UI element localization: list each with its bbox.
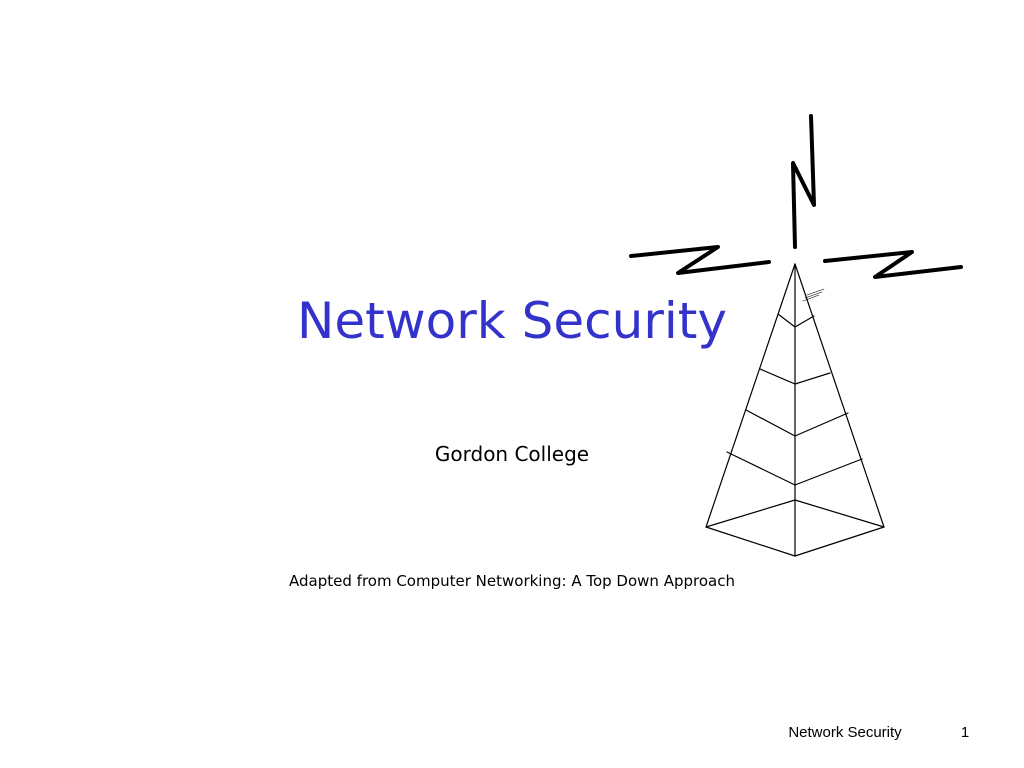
footer-title: Network Security [788,724,902,741]
signal-bolts [629,114,963,279]
slide-title: Network Security [297,292,727,350]
tower-frame [705,263,885,557]
slide-credit: Adapted from Computer Networking: A Top … [289,572,735,590]
slide-subtitle: Gordon College [434,442,590,466]
page-number: 1 [960,724,970,741]
